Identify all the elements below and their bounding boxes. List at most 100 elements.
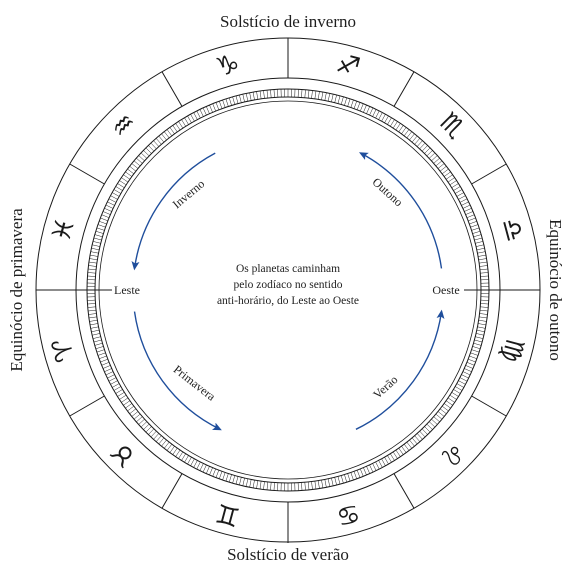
degree-tick <box>456 383 464 388</box>
degree-tick <box>235 476 239 485</box>
degree-tick <box>212 103 216 112</box>
degree-tick <box>161 133 167 141</box>
degree-tick <box>101 214 110 218</box>
degree-tick <box>91 329 100 333</box>
degree-tick <box>110 195 118 200</box>
arrow-autumn <box>359 152 443 269</box>
degree-tick <box>435 413 443 420</box>
degree-tick <box>459 377 468 382</box>
degree-tick <box>411 437 418 445</box>
season-winter-label: Inverno <box>170 177 208 212</box>
degree-tick <box>331 477 334 486</box>
degree-tick <box>252 480 255 488</box>
degree-tick <box>172 125 178 133</box>
degree-tick <box>89 258 98 261</box>
degree-tick <box>199 109 204 117</box>
center-text-line2: pelo zodíaco no sentido <box>234 279 343 291</box>
degree-tick <box>110 380 118 385</box>
degree-tick <box>117 183 125 188</box>
taurus-icon: ♉ <box>105 435 143 473</box>
degree-tick <box>187 457 192 465</box>
aquarius-icon: ♒ <box>105 107 143 145</box>
sign-divider <box>393 473 415 509</box>
arrow-spring <box>133 311 222 431</box>
degree-tick <box>449 394 457 400</box>
degree-tick <box>392 451 398 459</box>
degree-tick <box>209 467 213 476</box>
degree-tick <box>337 95 341 104</box>
degree-tick <box>369 464 374 473</box>
center-text-line1: Os planetas caminham <box>236 263 340 275</box>
degree-tick <box>350 472 354 481</box>
equinox-autumn-label: Equinócio de outono <box>546 219 563 361</box>
degree-tick <box>125 171 133 177</box>
degree-tick <box>212 468 216 477</box>
degree-tick <box>390 119 395 127</box>
libra-icon: ♎ <box>495 215 530 245</box>
degree-tick <box>479 316 488 319</box>
degree-tick <box>148 145 155 152</box>
degree-tick <box>102 211 111 215</box>
degree-tick <box>445 174 453 180</box>
degree-tick <box>363 104 367 113</box>
season-autumn-label: Outono <box>370 175 406 209</box>
degree-tick <box>90 254 98 257</box>
degree-tick <box>390 453 395 461</box>
degree-tick <box>273 482 275 491</box>
degree-tick <box>347 98 351 107</box>
degree-tick <box>321 480 324 488</box>
degree-tick <box>190 458 195 466</box>
degree-tick <box>88 316 97 319</box>
degree-tick <box>88 268 97 271</box>
degree-tick <box>458 195 466 200</box>
degree-tick <box>256 91 259 100</box>
degree-tick <box>121 177 129 183</box>
degree-tick <box>321 92 324 100</box>
degree-tick <box>409 439 415 447</box>
degree-tick <box>431 418 438 425</box>
degree-tick <box>356 470 361 478</box>
degree-tick <box>462 204 471 209</box>
degree-tick <box>451 183 459 188</box>
degree-tick <box>112 383 120 388</box>
degree-tick <box>353 101 357 109</box>
sign-dividers <box>36 38 540 542</box>
degree-tick <box>95 230 104 234</box>
degree-tick <box>169 445 175 453</box>
east-label: Leste <box>114 283 140 297</box>
degree-tick <box>471 349 480 353</box>
degree-tick <box>478 254 486 257</box>
degree-tick <box>123 400 131 406</box>
degree-tick <box>178 121 184 129</box>
degree-tick <box>403 443 410 451</box>
degree-tick <box>266 481 269 490</box>
degree-tick <box>93 339 102 343</box>
sign-divider <box>69 395 105 417</box>
degree-tick <box>447 177 455 183</box>
degree-tick <box>395 123 401 131</box>
degree-tick <box>187 115 192 123</box>
degree-tick <box>459 198 468 203</box>
degree-tick <box>419 430 426 438</box>
degree-tick <box>479 268 488 271</box>
degree-tick <box>453 186 461 191</box>
degree-tick <box>456 192 464 197</box>
sign-divider <box>161 473 183 509</box>
degree-tick <box>314 481 317 490</box>
degree-tick <box>155 138 162 145</box>
degree-tick <box>473 342 482 346</box>
degree-tick <box>123 174 131 180</box>
degree-tick <box>471 227 480 231</box>
degree-tick <box>206 466 210 474</box>
degree-tick <box>199 463 204 471</box>
degree-tick <box>184 117 189 125</box>
degree-tick <box>97 352 106 356</box>
degree-tick <box>215 102 220 110</box>
degree-tick <box>474 339 483 343</box>
degree-tick <box>158 437 165 445</box>
solstice-summer-label: Solstício de verão <box>227 545 349 564</box>
sign-divider <box>471 163 507 185</box>
degree-tick <box>461 374 469 379</box>
degree-tick <box>472 230 481 234</box>
degree-tick <box>334 94 337 103</box>
